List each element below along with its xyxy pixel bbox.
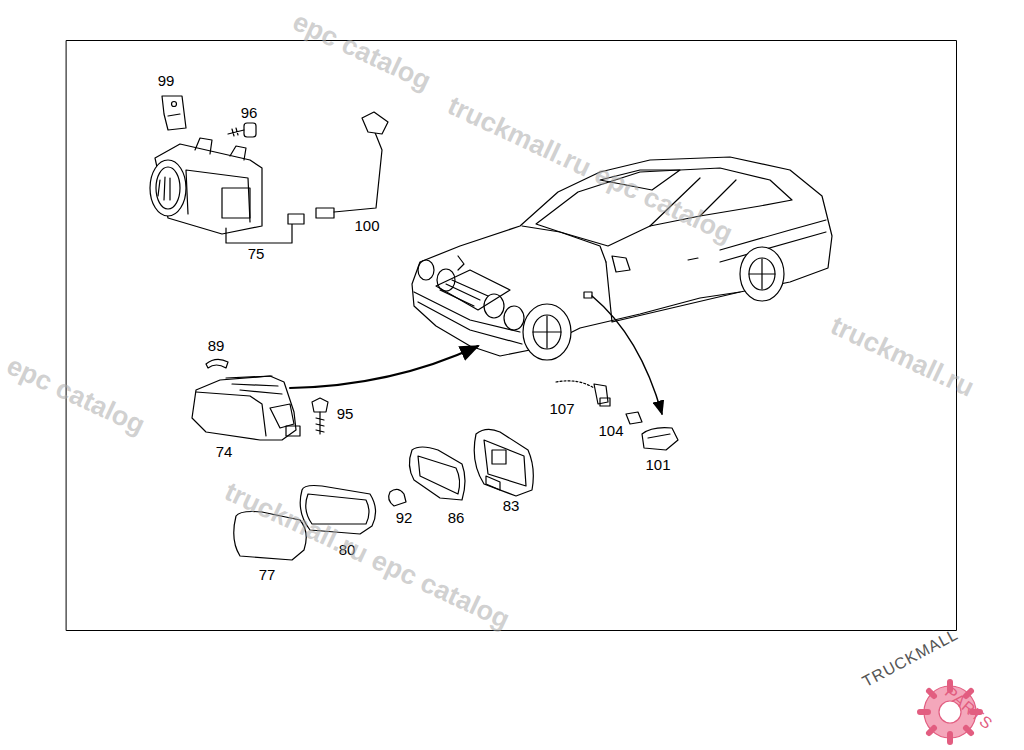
- side-indicator: [642, 428, 678, 450]
- wire: [226, 222, 292, 243]
- callout-number: 101: [645, 457, 670, 472]
- lamp-socket: [594, 384, 608, 404]
- callout-number: 77: [259, 567, 276, 582]
- callout-number: 83: [503, 498, 520, 513]
- callout-number: 100: [354, 218, 379, 233]
- bulb: [626, 412, 642, 424]
- callout-number: 75: [248, 246, 265, 261]
- screw: [228, 128, 244, 136]
- callout-number: 99: [158, 73, 175, 88]
- clip: [206, 359, 228, 368]
- leader-arrow: [290, 346, 478, 388]
- callout-number: 74: [216, 444, 233, 459]
- callout-number: 104: [598, 423, 623, 438]
- fog-lamp: [192, 376, 300, 440]
- callout-number: 92: [396, 510, 413, 525]
- callout-number: 96: [241, 105, 258, 120]
- plug: [362, 112, 388, 134]
- leader-arrow: [592, 296, 662, 414]
- wire: [556, 381, 594, 388]
- screw: [312, 398, 328, 412]
- callout-number: 86: [448, 510, 465, 525]
- watermark: truckmall.ru: [827, 312, 978, 402]
- watermark: epc catalog: [289, 8, 435, 95]
- wire: [334, 130, 382, 212]
- callout-number: 95: [337, 406, 354, 421]
- bracket: [162, 96, 186, 130]
- callout-number: 107: [549, 401, 574, 416]
- logo-text: TRUCKMALL: [860, 626, 961, 690]
- lamp-socket: [474, 429, 533, 496]
- callout-number: 89: [208, 338, 225, 353]
- watermark: epc catalog: [3, 352, 149, 439]
- seal: [409, 447, 465, 500]
- bulb: [389, 489, 406, 506]
- frame: [67, 41, 957, 631]
- fog-lamp: [150, 138, 262, 234]
